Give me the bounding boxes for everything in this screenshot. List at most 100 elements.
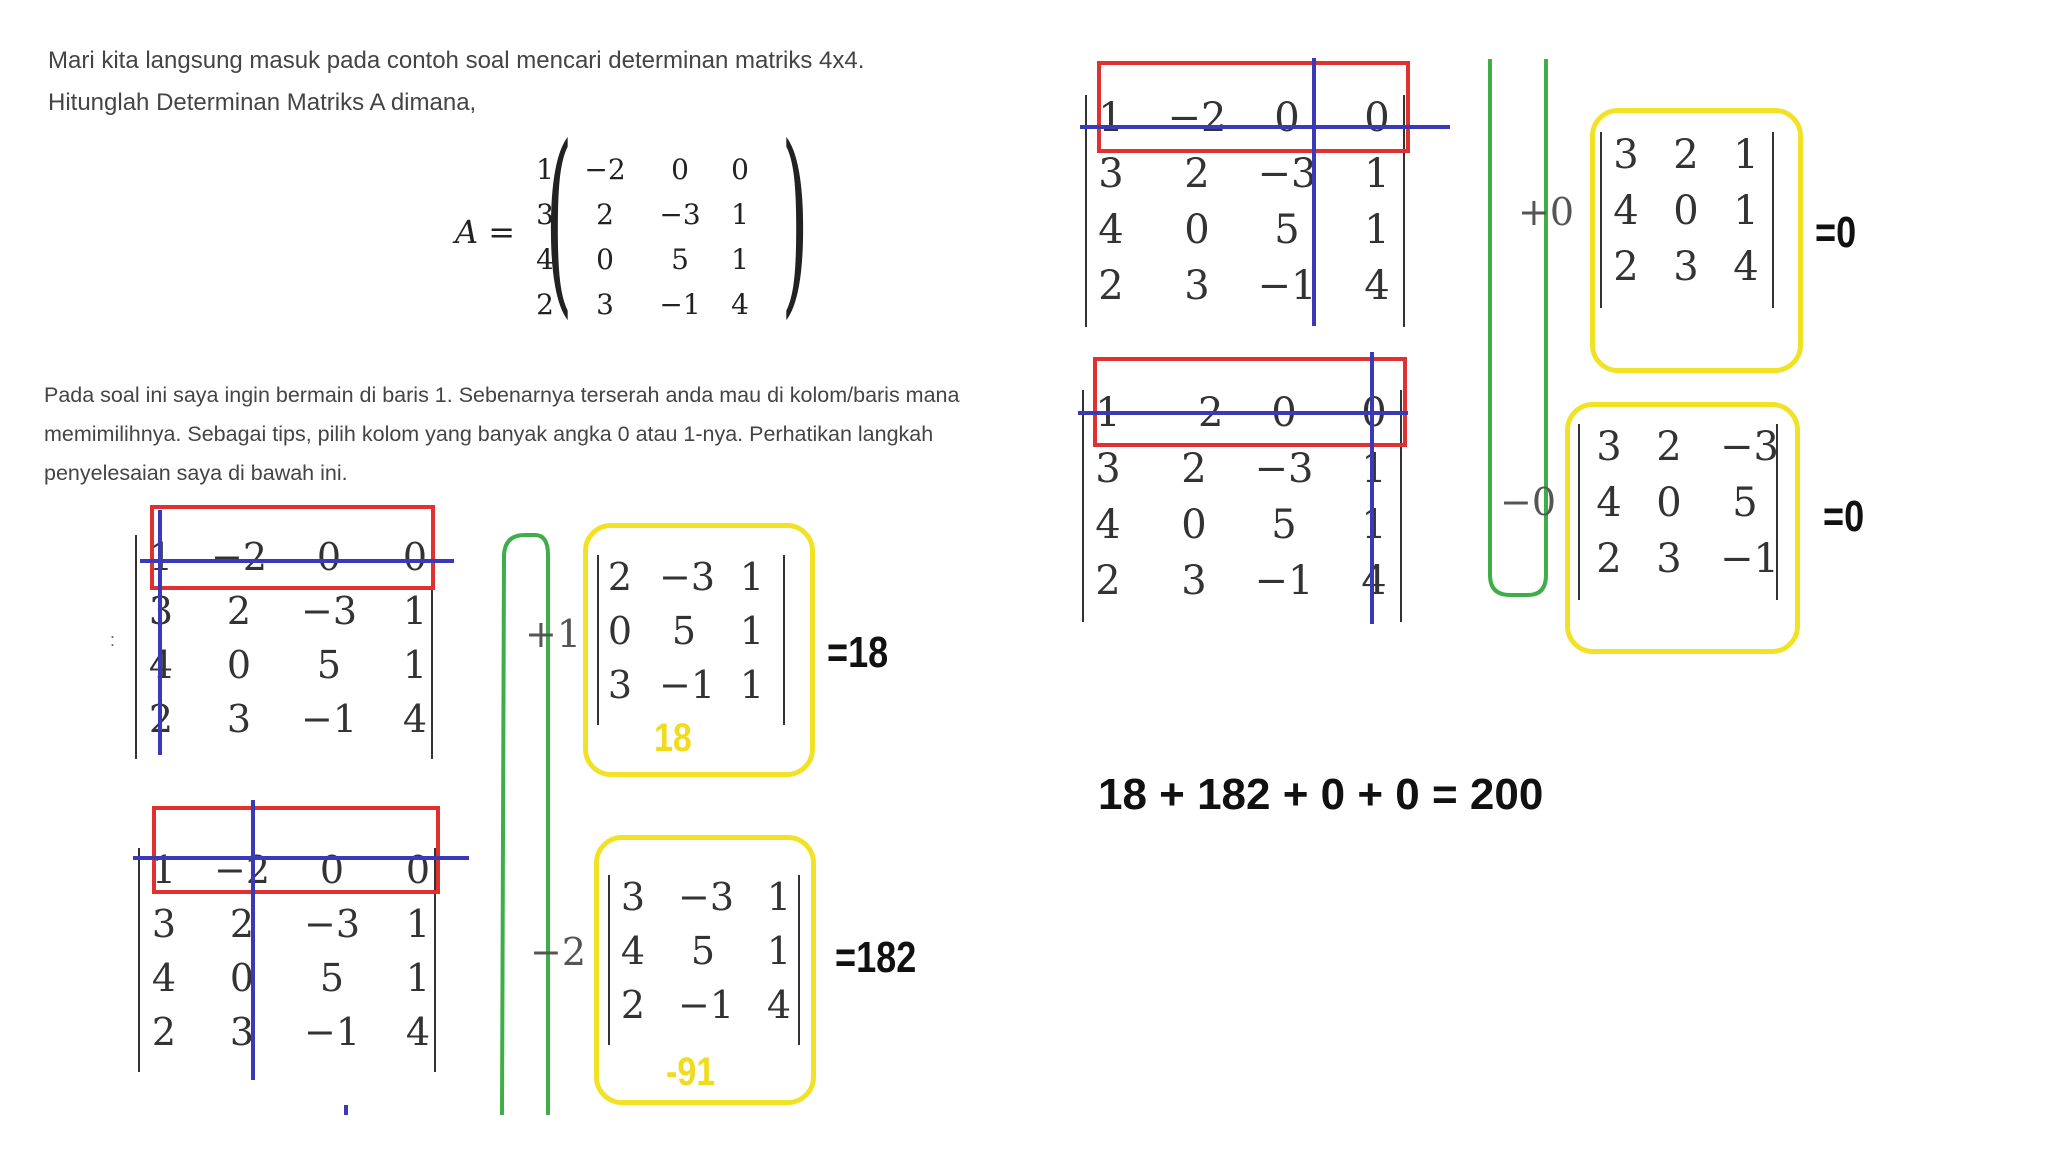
- determinant-right-bar: [783, 555, 785, 725]
- determinant-cell: 2: [1596, 536, 1622, 582]
- step3-result: =0: [1815, 208, 1857, 257]
- matrix-a-cell: 0: [671, 153, 689, 186]
- intro-line-1: Mari kita langsung masuk pada contoh soa…: [48, 47, 865, 74]
- determinant-cell: 2: [1184, 151, 1210, 197]
- determinant-cell: 3: [226, 697, 252, 741]
- step1-result: =18: [827, 628, 889, 677]
- matrix-a-cell: −3: [659, 198, 701, 231]
- determinant-cell: 3: [1095, 446, 1121, 492]
- matrix-a-cell: 3: [596, 288, 614, 321]
- matrix-a-left-paren: (: [545, 104, 573, 337]
- matrix-a-cell: 4: [731, 288, 749, 321]
- determinant-cell: 2: [1656, 424, 1682, 470]
- determinant-cell: 5: [690, 929, 716, 973]
- determinant-left-bar: [135, 535, 137, 759]
- determinant-cell: 4: [405, 1010, 431, 1054]
- determinant-cell: 2: [1181, 446, 1207, 492]
- determinant-cell: −3: [659, 555, 716, 599]
- determinant-cell: −3: [303, 902, 361, 946]
- determinant-cell: 2: [1613, 244, 1639, 290]
- determinant-cell: 2: [1098, 263, 1124, 309]
- determinant-cell: 4: [766, 983, 792, 1027]
- determinant-cell: 3: [1656, 536, 1682, 582]
- crossout-row-line-3: [1080, 125, 1450, 129]
- step4-coefficient: −0: [1500, 480, 1557, 524]
- crossout-col-line-3: [1312, 58, 1316, 326]
- matrix-a-cell: 0: [596, 243, 614, 276]
- determinant-cell: 0: [1274, 95, 1300, 141]
- determinant-cell: 4: [402, 697, 428, 741]
- determinant-cell: 0: [1656, 480, 1682, 526]
- determinant-cell: 1: [1344, 502, 1404, 548]
- determinant-cell: 3: [1596, 424, 1622, 470]
- determinant-cell: 1: [405, 902, 431, 946]
- crossout-col-line-4: [1370, 352, 1374, 624]
- matrix-a-cell: 0: [731, 153, 749, 186]
- determinant-cell: 1: [402, 589, 428, 633]
- determinant-cell: 1: [402, 643, 428, 687]
- determinant-cell: −2: [210, 535, 268, 579]
- determinant-cell: −3: [1720, 424, 1779, 470]
- determinant-cell: 1: [766, 929, 792, 973]
- matrix-a-cell: 1: [731, 198, 749, 231]
- minor-box-3: [1590, 108, 1803, 373]
- determinant-cell: 0: [1364, 95, 1390, 141]
- determinant-cell: 1: [1364, 151, 1390, 197]
- left-green-bracket: [500, 533, 550, 1116]
- determinant-cell: 4: [620, 929, 646, 973]
- determinant-cell: 4: [1364, 263, 1390, 309]
- determinant-cell: 0: [319, 848, 345, 892]
- row1-highlight-box-3: [1097, 61, 1410, 153]
- determinant-cell: 0: [1184, 207, 1210, 253]
- determinant-cell: 4: [1613, 188, 1639, 234]
- minor-box-2: [594, 835, 816, 1105]
- right-green-bracket: [1488, 59, 1548, 597]
- determinant-cell: −1: [1257, 263, 1317, 309]
- crossout-row-line-2: [133, 856, 469, 860]
- row1-highlight-box-1: [150, 505, 435, 590]
- step2-coefficient: −2: [530, 930, 587, 974]
- determinant-cell: 1: [1364, 207, 1390, 253]
- determinant-cell: 3: [1673, 244, 1699, 290]
- determinant-cell: −3: [300, 589, 358, 633]
- determinant-cell: −1: [303, 1010, 361, 1054]
- determinant-cell: 4: [1596, 480, 1622, 526]
- determinant-cell: 1: [405, 956, 431, 1000]
- determinant-cell: 0: [405, 848, 431, 892]
- crossout-row-line-4: [1078, 411, 1408, 415]
- determinant-cell: 4: [1095, 502, 1121, 548]
- determinant-cell: 2: [151, 1010, 177, 1054]
- determinant-left-bar: [138, 848, 140, 1072]
- intro-line-2: Hitunglah Determinan Matriks A dimana,: [48, 89, 477, 116]
- determinant-left-bar: [1085, 95, 1087, 327]
- determinant-cell: 4: [1344, 558, 1404, 604]
- determinant-cell: 3: [607, 663, 633, 707]
- minor-value-1: 18: [654, 716, 692, 760]
- determinant-cell: 5: [671, 609, 697, 653]
- paragraph-line-3: penyelesaian saya di bawah ini.: [44, 461, 348, 485]
- determinant-cell: 4: [151, 956, 177, 1000]
- determinant-cell: 3: [620, 875, 646, 919]
- determinant-cell: 0: [1181, 502, 1207, 548]
- determinant-cell: 1: [739, 609, 765, 653]
- determinant-cell: −3: [1257, 151, 1317, 197]
- matrix-a-label: A =: [455, 213, 516, 251]
- determinant-cell: 5: [319, 956, 345, 1000]
- determinant-cell: 0: [1673, 188, 1699, 234]
- determinant-cell: −1: [678, 983, 735, 1027]
- matrix-a-cell: 1: [731, 243, 749, 276]
- determinant-cell: 0: [402, 535, 428, 579]
- matrix-a-cell: 5: [671, 243, 689, 276]
- determinant-right-bar: [434, 848, 436, 1072]
- row1-highlight-box-4: [1093, 357, 1407, 447]
- matrix-a-right-paren: ): [781, 104, 809, 337]
- intro-text: Mari kita langsung masuk pada contoh soa…: [48, 40, 1048, 124]
- crossout-stray-mark: [344, 1105, 348, 1115]
- determinant-cell: 3: [1184, 263, 1210, 309]
- determinant-right-bar: [1772, 132, 1774, 308]
